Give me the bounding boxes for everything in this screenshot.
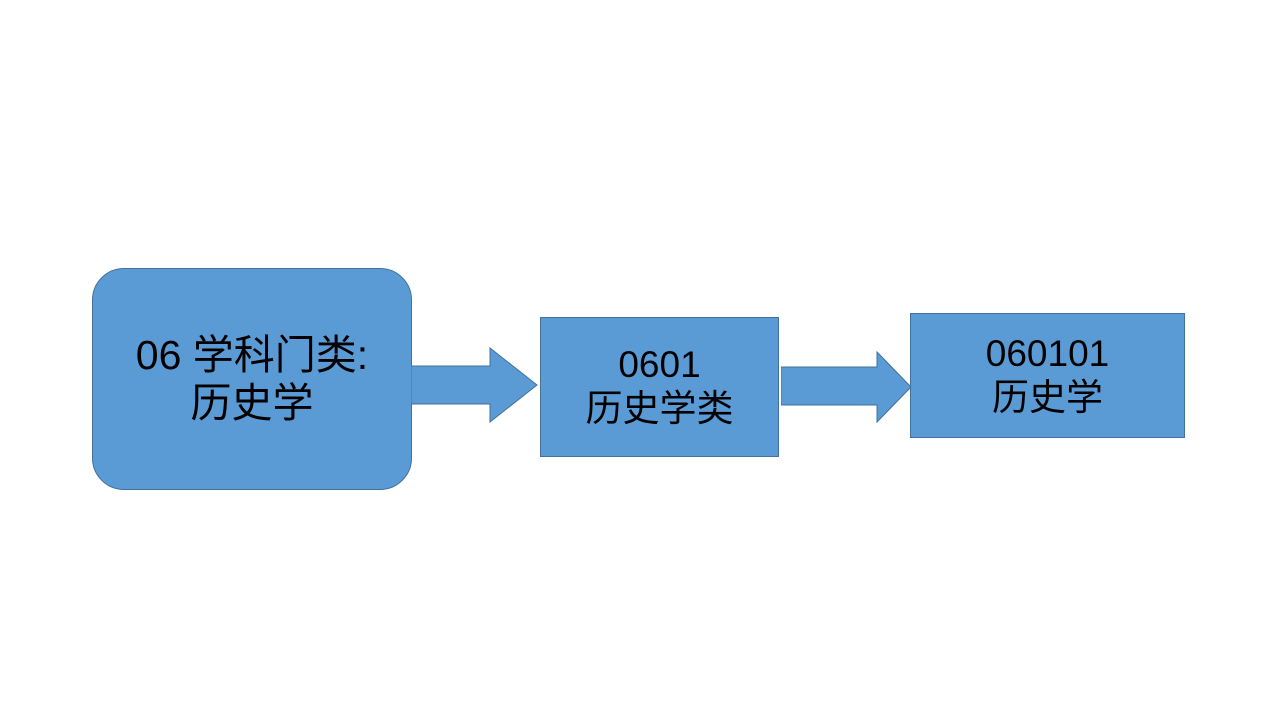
node-discipline-class-name: 历史学类: [585, 388, 734, 429]
node-discipline-category[interactable]: 06 学科门类: 历史学: [92, 268, 412, 490]
node-major-code: 060101: [985, 332, 1110, 374]
node-discipline-category-line-2: 历史学: [190, 380, 314, 426]
node-discipline-class[interactable]: 0601 历史学类: [540, 317, 779, 457]
right-arrow-icon-1: [411, 347, 538, 423]
node-discipline-category-line-1: 06 学科门类:: [135, 331, 369, 378]
node-discipline-class-code: 0601: [618, 344, 701, 386]
right-arrow-icon-2: [781, 351, 912, 423]
node-major[interactable]: 060101 历史学: [910, 313, 1185, 438]
node-major-name: 历史学: [992, 376, 1103, 418]
